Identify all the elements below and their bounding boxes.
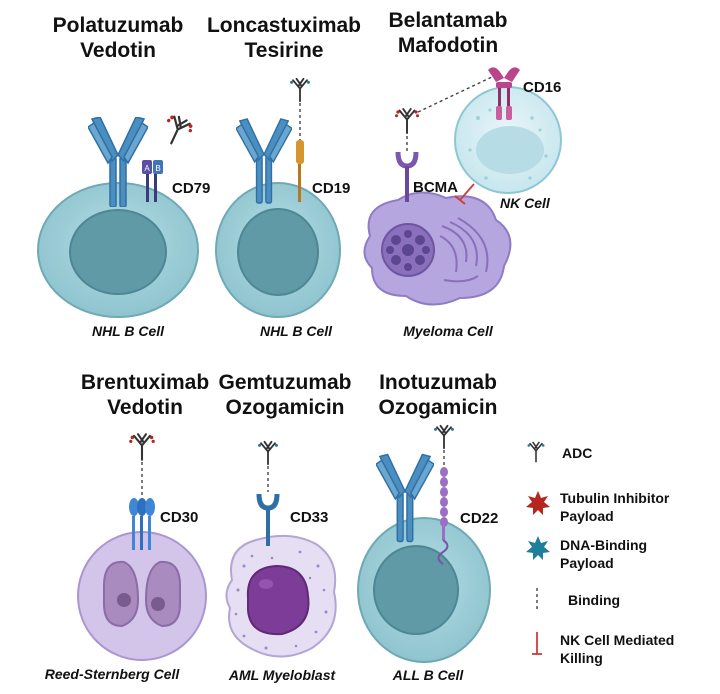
drug-name-line2: Ozogamicin [378, 396, 497, 419]
panel-inotuzumab: Inotuzumab Ozogamicin CD22 ALL B Cell [357, 371, 498, 683]
bcma-receptor [395, 151, 419, 202]
nucleus-lobe-right [144, 560, 181, 628]
adc-tubulin-icon [393, 107, 421, 135]
myeloma-cell [363, 191, 512, 306]
adc-dna-icon [257, 440, 279, 466]
legend-binding-label: Binding [568, 592, 620, 608]
binding-line-nk [417, 75, 495, 113]
panel-belantamab: Belantamab Mafodotin CD16 NK Cell [363, 9, 562, 339]
legend-nk-line1: NK Cell Mediated [560, 632, 674, 648]
cd79-receptor: A B [142, 160, 163, 202]
inhibition-icon [532, 632, 542, 655]
nk-nucleus [476, 126, 544, 174]
nucleus [373, 545, 459, 635]
legend-nk-killing: NK Cell Mediated Killing [532, 632, 674, 666]
legend: ADC Tubulin Inhibitor Payload DNA-Bindin… [526, 441, 674, 666]
nucleus [69, 209, 167, 295]
legend-nk-line2: Killing [560, 650, 603, 666]
panel-brentuximab: Brentuximab Vedotin CD30 Reed-Sternberg … [45, 371, 209, 682]
target-label: CD33 [290, 509, 328, 526]
nucleus [237, 208, 319, 296]
endoplasmic-reticulum [439, 217, 489, 283]
nk-target-label: CD16 [523, 79, 561, 96]
reed-sternberg-cell [77, 531, 207, 661]
drug-name-line1: Gemtuzumab [218, 371, 351, 394]
cd16-receptor [488, 67, 520, 120]
legend-dna: DNA-Binding Payload [526, 536, 647, 571]
target-label: CD22 [460, 510, 498, 527]
drug-name-line2: Vedotin [80, 39, 156, 62]
cell-label: ALL B Cell [392, 667, 465, 683]
cd30-receptor [129, 498, 155, 550]
nk-killing-icon [454, 183, 475, 205]
cell-label: NHL B Cell [260, 323, 333, 339]
legend-adc: ADC [526, 441, 592, 463]
adc-tubulin-icon [128, 433, 156, 461]
target-label: CD79 [172, 180, 210, 197]
cell-label: Myeloma Cell [403, 323, 494, 339]
drug-name-line2: Ozogamicin [225, 396, 344, 419]
legend-dna-line1: DNA-Binding [560, 537, 647, 553]
tubulin-payload-icon [526, 491, 550, 515]
adc-dna-icon [433, 424, 455, 450]
cd22-receptor [437, 467, 449, 565]
drug-name-line2: Tesirine [245, 39, 324, 62]
cd19-receptor [296, 140, 304, 202]
target-label: BCMA [413, 179, 458, 196]
cell-label: NHL B Cell [92, 323, 165, 339]
legend-tubulin: Tubulin Inhibitor Payload [526, 490, 670, 524]
panel-loncastuximab: Loncastuximab Tesirine CD19 NHL B Cell [207, 14, 361, 339]
cd79b-label: B [155, 164, 160, 173]
cell-label: Reed-Sternberg Cell [45, 666, 181, 682]
drug-name-line1: Polatuzumab [53, 14, 184, 37]
adc-tubulin-icon [157, 111, 197, 151]
drug-name-line2: Vedotin [107, 396, 183, 419]
cd79a-label: A [144, 164, 150, 173]
target-label: CD30 [160, 509, 198, 526]
drug-name-line1: Loncastuximab [207, 14, 361, 37]
myeloblast-nucleus [246, 564, 310, 636]
cell-label: AML Myeloblast [228, 667, 337, 683]
drug-name-line2: Mafodotin [398, 34, 498, 57]
legend-tubulin-line1: Tubulin Inhibitor [560, 490, 670, 506]
adc-icon [526, 441, 546, 463]
adc-dna-icon [289, 77, 311, 103]
cd33-receptor [256, 493, 280, 546]
legend-adc-label: ADC [562, 445, 592, 461]
dna-payload-icon [526, 536, 550, 560]
legend-dna-line2: Payload [560, 555, 614, 571]
legend-tubulin-line2: Payload [560, 508, 614, 524]
panel-gemtuzumab: Gemtuzumab Ozogamicin CD33 AML Myeloblas… [218, 371, 351, 683]
drug-name-line1: Brentuximab [81, 371, 209, 394]
nk-cell-label: NK Cell [500, 195, 551, 211]
panel-polatuzumab: Polatuzumab Vedotin A B CD79 NHL B Cell [37, 14, 210, 339]
target-label: CD19 [312, 180, 350, 197]
legend-binding: Binding [536, 588, 620, 612]
drug-name-line1: Inotuzumab [379, 371, 497, 394]
myeloma-nucleus [381, 223, 435, 277]
drug-name-line1: Belantamab [388, 9, 507, 32]
